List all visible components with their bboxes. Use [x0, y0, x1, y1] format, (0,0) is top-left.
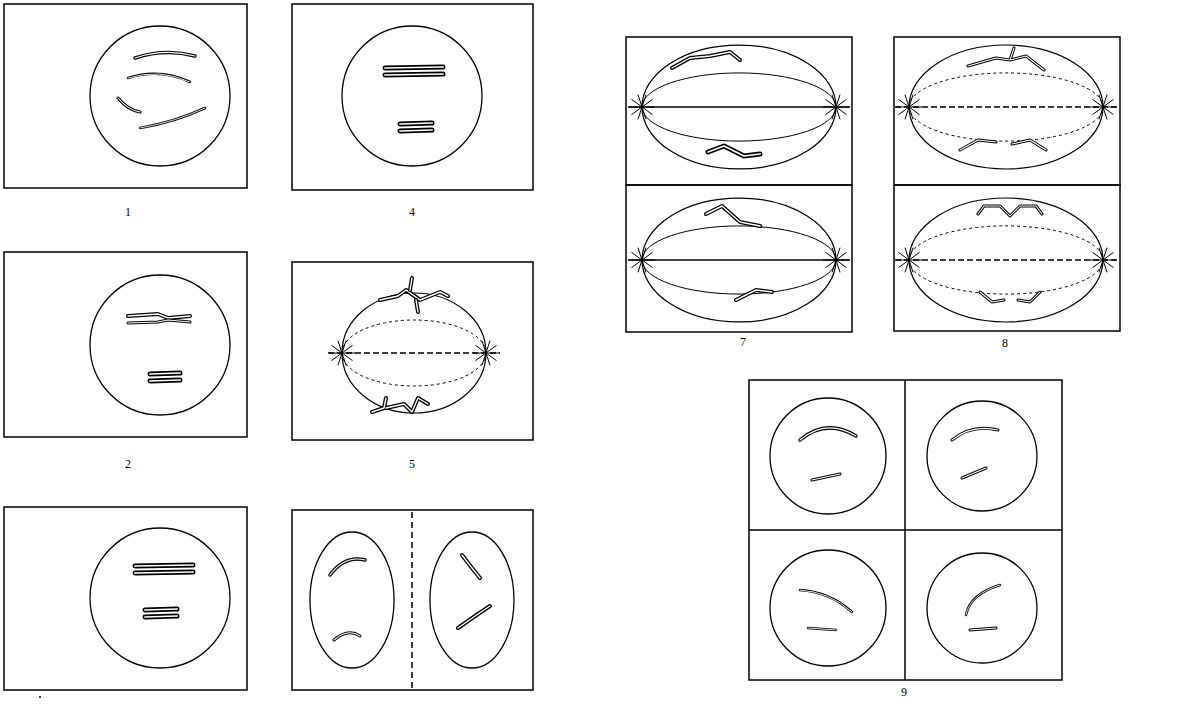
panel-pachytene [4, 507, 247, 690]
panel-number: 9 [901, 686, 907, 698]
cell-outline [770, 550, 886, 666]
chromosome [140, 108, 205, 128]
chromosome [118, 98, 140, 112]
panel-telophase-one [292, 510, 533, 690]
chromosome [385, 67, 443, 68]
panel-zygotene [4, 252, 247, 437]
chromosome [960, 140, 1046, 150]
chromosome [706, 206, 760, 226]
panel-number: 7 [740, 336, 746, 348]
chromosome [978, 206, 1042, 216]
chromosome [385, 74, 443, 75]
centriole-aster [629, 248, 655, 273]
panel-number: 2 [125, 458, 131, 470]
chromosome [708, 146, 760, 156]
spindle [628, 198, 850, 322]
chromosome [968, 48, 1044, 70]
panel-number: 1 [125, 206, 131, 218]
cell-wall [749, 529, 1062, 531]
spindle [895, 45, 1117, 169]
cell-outline [927, 553, 1037, 663]
chromosome [800, 428, 856, 440]
chromosome [334, 633, 360, 640]
chromosome [400, 130, 432, 131]
centriole-aster [1090, 248, 1116, 273]
chromosome [150, 373, 180, 374]
panel-tetrad [749, 380, 1062, 680]
spindle [628, 45, 850, 169]
centriole-aster [1090, 95, 1116, 120]
chromosome [736, 290, 772, 300]
cell-outline [90, 275, 230, 415]
centriole-aster [896, 95, 922, 120]
speck [39, 696, 41, 698]
chromosome [462, 555, 480, 578]
panel-anaphase-two [894, 37, 1120, 185]
chromosome [145, 616, 177, 617]
chromosome [372, 398, 428, 412]
cell-outline [90, 528, 230, 668]
chromosome [135, 565, 193, 566]
centriole-aster [823, 248, 849, 273]
spindle [328, 293, 500, 413]
panel-metaphase-one [292, 262, 533, 440]
cell-outline [342, 26, 482, 166]
chromosome [380, 290, 448, 300]
chromosome [400, 123, 432, 124]
cell-outline [927, 401, 1037, 511]
panel-number: 8 [1002, 337, 1008, 349]
panel-number: 4 [409, 206, 415, 218]
chromosome [135, 572, 193, 573]
panel-diplotene [292, 4, 533, 190]
chromosome [672, 52, 740, 68]
chromosome [962, 468, 986, 478]
chromosome [128, 314, 190, 318]
panel-number: 5 [409, 458, 415, 470]
chromosome [966, 585, 1000, 615]
centriole-aster [629, 95, 655, 120]
chromosome [952, 428, 998, 440]
chromosome [980, 292, 1040, 302]
cell-outline [770, 398, 886, 514]
spindle [895, 198, 1117, 322]
cell-outline [310, 532, 394, 668]
chromosome [128, 74, 190, 82]
chromosome [150, 380, 180, 381]
centriole-aster [473, 341, 499, 366]
cell-outline [430, 532, 514, 668]
panel-anaphase-two [894, 185, 1120, 331]
division-line [411, 512, 413, 688]
cell-outline [90, 26, 230, 166]
chromosome [410, 278, 418, 312]
chromosome [145, 609, 177, 610]
centriole-aster [896, 248, 922, 273]
chromosome [458, 606, 490, 628]
chromosome [808, 628, 836, 630]
chromosome [135, 52, 195, 58]
centriole-aster [329, 341, 355, 366]
chromosome [128, 320, 190, 323]
chromosome [970, 628, 996, 630]
panel-prophase-two [626, 37, 852, 185]
centriole-aster [823, 95, 849, 120]
panel-leptotene [4, 4, 247, 188]
chromosome [330, 559, 365, 575]
chromosome [812, 474, 840, 480]
chromosome [800, 590, 852, 612]
panel-prophase-two [626, 185, 852, 332]
